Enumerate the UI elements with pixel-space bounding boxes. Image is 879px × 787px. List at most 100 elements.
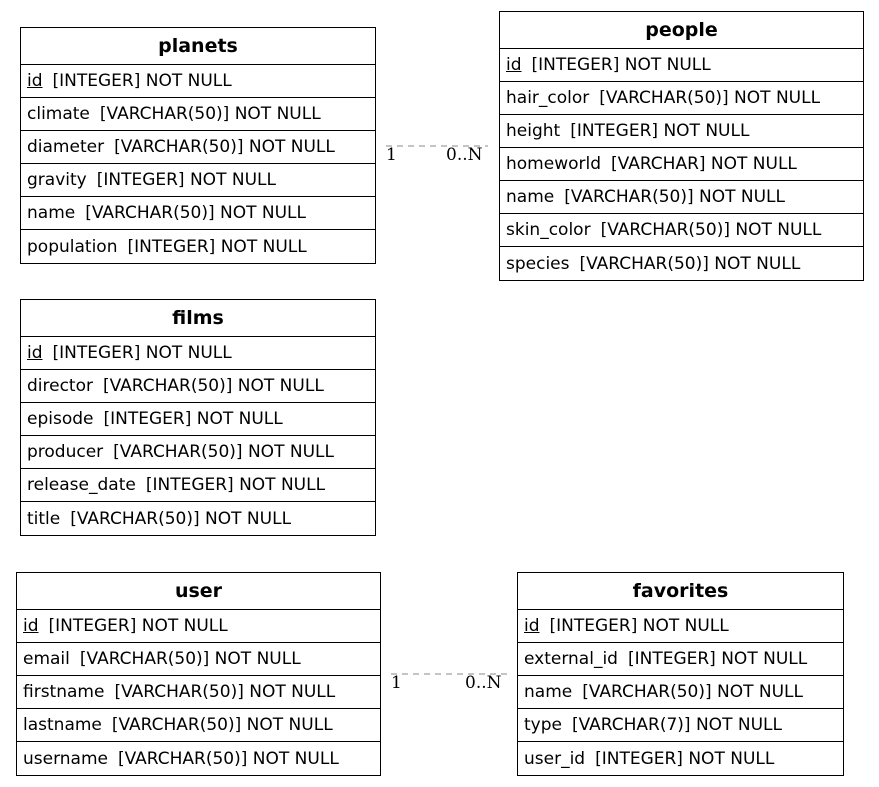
attribute-row[interactable]: species [VARCHAR(50)] NOT NULL [500,247,863,280]
attribute-name: skin_color [506,220,591,240]
attribute-row[interactable]: title[VARCHAR(50)] NOT NULL [21,502,375,535]
cardinality-planets-side: 1 [386,145,397,165]
attribute-name: firstname [23,682,105,702]
cardinality-people-side: 0..N [446,145,483,165]
attribute-row[interactable]: id [INTEGER] NOT NULL [518,610,843,643]
attribute-name: lastname [23,715,102,735]
entity-title-people: people [500,12,863,49]
attribute-type: [VARCHAR(7)] NOT NULL [571,715,782,735]
attribute-row[interactable]: id [INTEGER] NOT NULL [500,49,863,82]
attribute-row[interactable]: height [INTEGER] NOT NULL [500,115,863,148]
attribute-name: name [27,203,76,223]
attribute-type: [VARCHAR] NOT NULL [611,154,797,174]
attribute-type: [VARCHAR(50)] NOT NULL [564,187,786,207]
attribute-type: [INTEGER] NOT NULL [570,121,750,141]
attribute-type: [VARCHAR(50)] NOT NULL [114,682,336,702]
attribute-name: director [27,376,93,396]
cardinality-favorites-side: 0..N [465,673,502,693]
attribute-row[interactable]: release_date [INTEGER] NOT NULL [21,469,375,502]
attribute-name: gravity [27,170,87,190]
attribute-row[interactable]: id [INTEGER] NOT NULL [21,65,375,98]
attribute-name: release_date [27,475,136,495]
attribute-type: [VARCHAR(50)] NOT NULL [85,203,307,223]
attribute-type: [INTEGER] NOT NULL [103,409,283,429]
attribute-name: name [506,187,555,207]
attribute-name: name [524,682,573,702]
attribute-type: [VARCHAR(50)] NOT NULL [111,715,333,735]
attribute-row[interactable]: id[INTEGER] NOT NULL [17,610,380,643]
attribute-type: [INTEGER] NOT NULL [549,616,729,636]
entity-title-favorites: favorites [518,573,843,610]
attribute-type: [INTEGER] NOT NULL [145,475,326,495]
attribute-type: [INTEGER] NOT NULL [52,71,232,91]
entity-planets[interactable]: planets id [INTEGER] NOT NULL climate [VARCH… [20,27,376,264]
attribute-row[interactable]: email [VARCHAR(50)] NOT NULL [17,643,380,676]
attribute-name: diameter [27,137,105,157]
attribute-row[interactable]: population [INTEGER] NOT NULL [21,230,375,263]
attribute-type: [VARCHAR(50)] NOT NULL [599,88,821,108]
attribute-row[interactable]: episode [INTEGER] NOT NULL [21,403,375,436]
attribute-name: height [506,121,561,141]
attribute-type: [INTEGER] NOT NULL [531,55,711,75]
attribute-row[interactable]: name [VARCHAR(50)] NOT NULL [21,197,375,230]
entity-people[interactable]: people id [INTEGER] NOT NULL hair_color [VAR… [499,11,864,281]
attribute-type: [VARCHAR(50)] NOT NULL [114,137,335,157]
attribute-name: population [27,236,118,257]
attribute-name: climate [27,104,90,124]
attribute-type: [VARCHAR(50)] NOT NULL [99,104,321,124]
attribute-type: [INTEGER] NOT NULL [48,616,228,636]
attribute-name: user_id [524,748,586,769]
attribute-type: [VARCHAR(50)] NOT NULL [582,682,804,702]
attribute-name: homeworld [506,154,602,174]
entity-title-planets: planets [21,28,375,65]
attribute-row[interactable]: user_id [INTEGER] NOT NULL [518,742,843,775]
attribute-name: external_id [524,649,618,669]
attribute-name: hair_color [506,88,590,108]
attribute-name: species [506,253,570,274]
attribute-type: [VARCHAR(50)] NOT NULL [118,748,339,769]
attribute-row[interactable]: diameter [VARCHAR(50)] NOT NULL [21,131,375,164]
attribute-name: episode [27,409,94,429]
attribute-row[interactable]: hair_color [VARCHAR(50)] NOT NULL [500,82,863,115]
attribute-type: [INTEGER] NOT NULL [627,649,808,669]
attribute-row[interactable]: director [VARCHAR(50)] NOT NULL [21,370,375,403]
attribute-type: [VARCHAR(50)] NOT NULL [113,442,334,462]
entity-films[interactable]: films id [INTEGER] NOT NULL director [VARCHA… [20,299,376,536]
primary-key-name: id [506,55,522,75]
attribute-row[interactable]: firstname [VARCHAR(50)] NOT NULL [17,676,380,709]
attribute-type: [INTEGER] NOT NULL [127,236,307,257]
entity-title-user: user [17,573,380,610]
attribute-type: [VARCHAR(50)] NOT NULL [79,649,301,669]
attribute-type: [VARCHAR(50)] NOT NULL [600,220,822,240]
attribute-name: email [23,649,70,669]
attribute-type: [INTEGER] NOT NULL [52,343,232,363]
attribute-row[interactable]: climate [VARCHAR(50)] NOT NULL [21,98,375,131]
attribute-type: [INTEGER] NOT NULL [595,748,775,769]
attribute-row[interactable]: producer [VARCHAR(50)] NOT NULL [21,436,375,469]
attribute-row[interactable]: lastname [VARCHAR(50)] NOT NULL [17,709,380,742]
attribute-row[interactable]: id [INTEGER] NOT NULL [21,337,375,370]
attribute-name: type [524,715,562,735]
attribute-type: [VARCHAR(50)] NOT NULL [103,376,324,396]
attribute-row[interactable]: homeworld [VARCHAR] NOT NULL [500,148,863,181]
entity-title-films: films [21,300,375,337]
attribute-type: [INTEGER] NOT NULL [96,170,276,190]
attribute-name: title [27,508,61,529]
primary-key-name: id [27,71,43,91]
attribute-row[interactable]: gravity [INTEGER] NOT NULL [21,164,375,197]
attribute-row[interactable]: external_id [INTEGER] NOT NULL [518,643,843,676]
attribute-row[interactable]: skin_color [VARCHAR(50)] NOT NULL [500,214,863,247]
primary-key-name: id [27,343,43,363]
cardinality-user-side: 1 [391,673,402,693]
attribute-name: username [23,748,108,769]
attribute-row[interactable]: name [VARCHAR(50)] NOT NULL [518,676,843,709]
attribute-row[interactable]: name [VARCHAR(50)] NOT NULL [500,181,863,214]
attribute-row[interactable]: type [VARCHAR(7)] NOT NULL [518,709,843,742]
attribute-type: [VARCHAR(50)] NOT NULL [579,253,801,274]
attribute-row[interactable]: username [VARCHAR(50)] NOT NULL [17,742,380,775]
primary-key-name: id [524,616,540,636]
attribute-name: producer [27,442,104,462]
